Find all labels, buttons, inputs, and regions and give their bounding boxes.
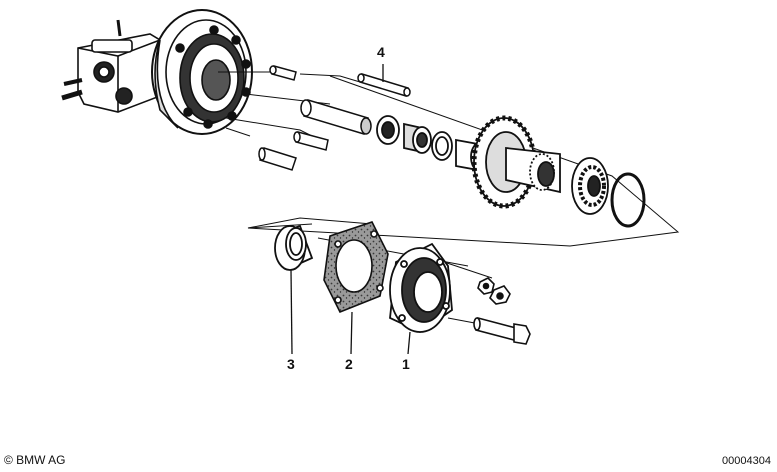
dowel-pin-part-4	[357, 73, 411, 97]
gasket	[323, 221, 389, 314]
ring-gear	[471, 115, 561, 209]
diagram-code: 00004304	[722, 455, 771, 467]
roller-bearing	[571, 157, 609, 215]
spacer-sleeve-b	[403, 122, 432, 154]
callout-leaders	[290, 64, 411, 355]
short-pin-middle	[293, 131, 329, 151]
callout-part-2: 2	[345, 356, 353, 372]
final-drive-housing	[61, 9, 253, 135]
shaft-seal	[274, 224, 314, 271]
nut-lower	[489, 285, 511, 305]
pin-lower-left	[258, 147, 297, 171]
shim-ring-c	[431, 131, 453, 161]
callout-part-1: 1	[402, 356, 410, 372]
nut-upper	[477, 277, 495, 295]
pin-upper-left	[269, 65, 297, 81]
long-sleeve	[300, 99, 372, 135]
callout-part-3: 3	[287, 356, 295, 372]
spacer-ring-a	[376, 115, 400, 145]
circlip	[610, 172, 646, 228]
copyright-notice: © BMW AG	[4, 453, 66, 467]
output-flange-cover	[389, 242, 453, 334]
callout-part-4: 4	[377, 44, 385, 60]
hex-bolt	[473, 317, 531, 345]
